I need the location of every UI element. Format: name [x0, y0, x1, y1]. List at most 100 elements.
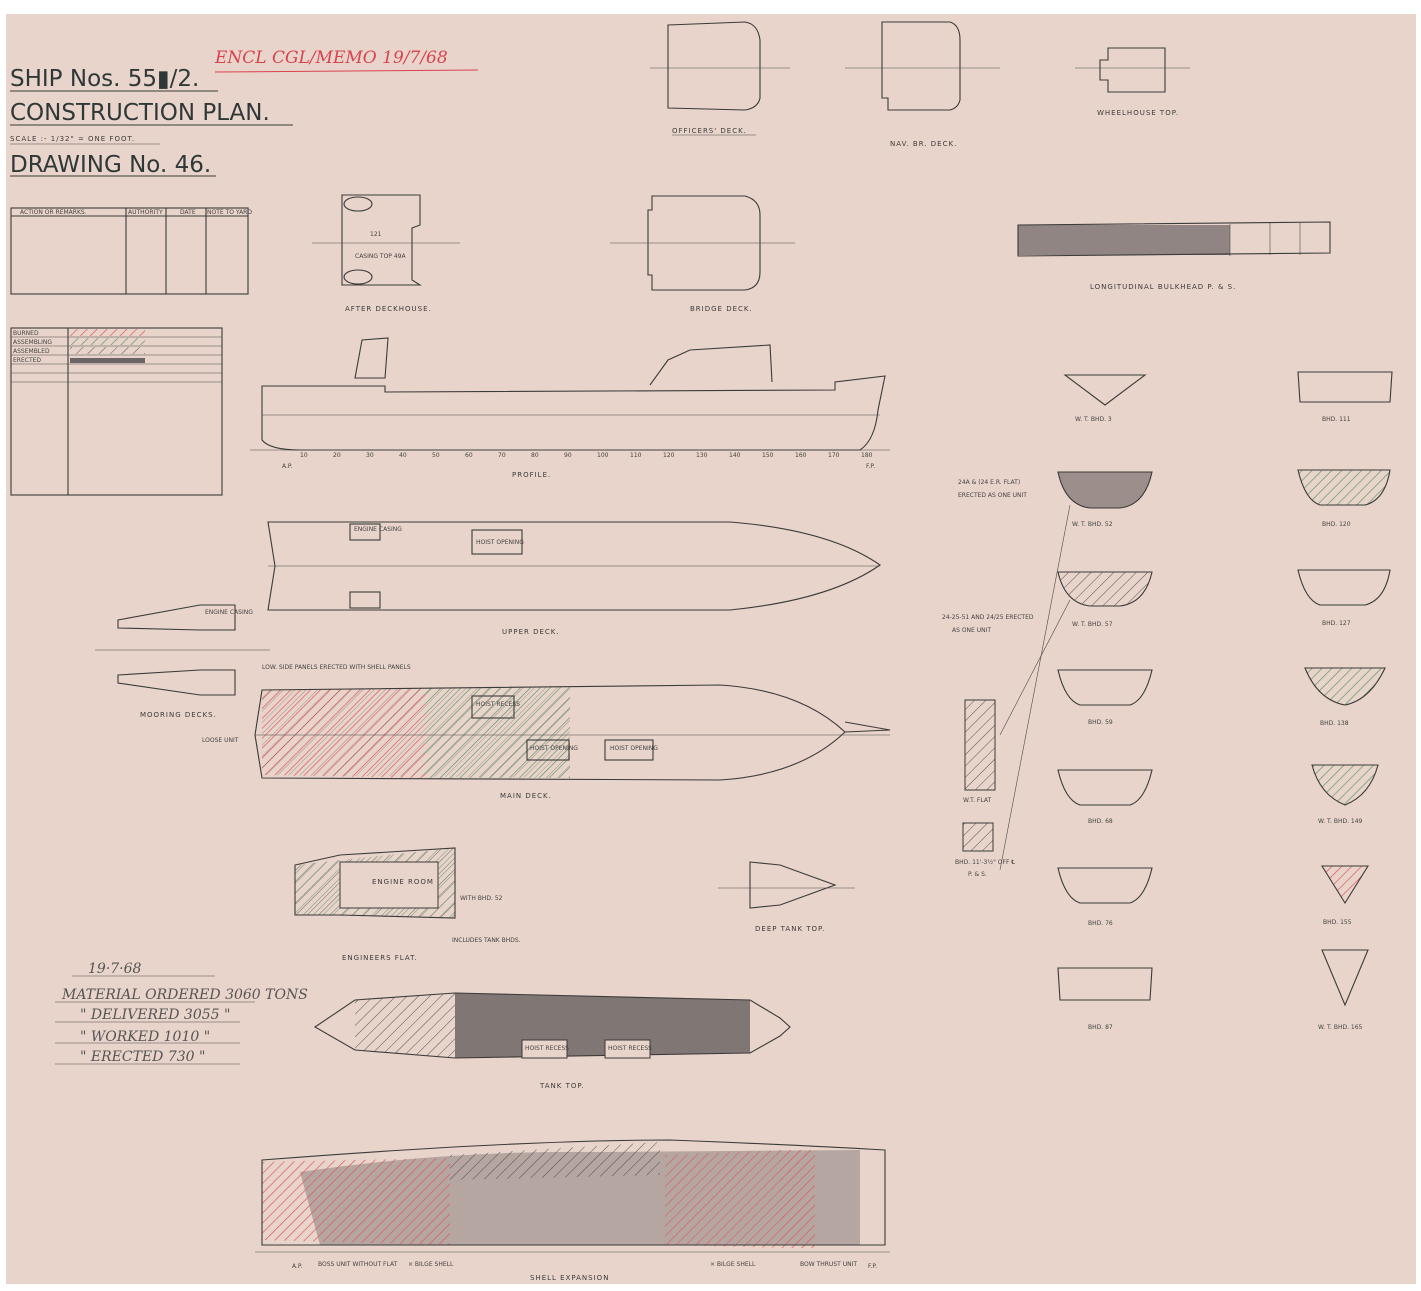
svg-text:BHD. 138: BHD. 138	[1320, 720, 1349, 727]
drawing-number: DRAWING No. 46.	[10, 152, 211, 178]
svg-text:AFTER DECKHOUSE.: AFTER DECKHOUSE.	[345, 305, 432, 313]
frame-tick-label: 10	[300, 452, 308, 459]
svg-text:BHD. 59: BHD. 59	[1088, 719, 1113, 726]
frame-tick-label: 90	[564, 452, 572, 459]
svg-text:CASING TOP 49A: CASING TOP 49A	[355, 253, 406, 260]
header-note: NOTE TO YARD	[207, 209, 252, 216]
svg-text:BOSS UNIT WITHOUT FLAT: BOSS UNIT WITHOUT FLAT	[318, 1261, 398, 1268]
svg-text:BHD. 155: BHD. 155	[1323, 919, 1352, 926]
svg-text:× BILGE SHELL: × BILGE SHELL	[408, 1261, 454, 1268]
svg-text:HOIST OPENING: HOIST OPENING	[530, 745, 578, 752]
handwritten-tonnage-notes: 19·7·68 MATERIAL ORDERED 3060 TONS " DEL…	[55, 961, 308, 1065]
note-ordered: MATERIAL ORDERED 3060 TONS	[61, 987, 308, 1003]
title-block: SHIP Nos. 55▮/2. CONSTRUCTION PLAN. SCAL…	[10, 48, 479, 178]
mooring-decks-view: ENGINE CASING MOORING DECKS.	[95, 604, 270, 719]
svg-text:SHELL EXPANSION: SHELL EXPANSION	[530, 1274, 609, 1282]
svg-text:W. T. BHD. 149: W. T. BHD. 149	[1318, 818, 1363, 825]
svg-text:HOIST RECESS: HOIST RECESS	[525, 1045, 569, 1052]
svg-text:ENGINE CASING: ENGINE CASING	[354, 526, 402, 533]
svg-text:BRIDGE DECK.: BRIDGE DECK.	[690, 305, 753, 313]
svg-text:A.P.: A.P.	[282, 463, 293, 470]
red-memo-annotation: ENCL CGL/MEMO 19/7/68	[214, 48, 448, 68]
svg-text:LOOSE UNIT: LOOSE UNIT	[202, 737, 239, 744]
main-deck-view: HOIST RECESS HOIST OPENING HOIST OPENING…	[202, 664, 891, 800]
frame-tick-label: 60	[465, 452, 473, 459]
svg-text:ENGINE CASING: ENGINE CASING	[205, 609, 253, 616]
paper-sheet	[6, 14, 1416, 1284]
svg-text:BHD. 68: BHD. 68	[1088, 818, 1113, 825]
longitudinal-bulkhead-view: LONGITUDINAL BULKHEAD P. & S.	[1017, 221, 1331, 291]
deep-tank-top-view: DEEP TANK TOP.	[718, 861, 855, 933]
header-authority: AUTHORITY	[128, 209, 163, 216]
svg-text:W. T. BHD. 52: W. T. BHD. 52	[1072, 521, 1113, 528]
bulkheads-left: W. T. BHD. 3 W. T. BHD. 52 W. T. BHD. 57…	[1057, 374, 1153, 1031]
legend-erected: ERECTED	[13, 357, 41, 364]
svg-text:MOORING DECKS.: MOORING DECKS.	[140, 711, 217, 719]
svg-text:BHD. 76: BHD. 76	[1088, 920, 1113, 927]
header-action: ACTION OR REMARKS.	[20, 209, 87, 216]
svg-text:24-25-51 AND 24/25 ERECTED: 24-25-51 AND 24/25 ERECTED	[942, 614, 1034, 621]
frame-tick-label: 150	[762, 452, 774, 459]
progress-legend: BURNED ASSEMBLING ASSEMBLED ERECTED	[10, 327, 223, 496]
svg-text:F.P.: F.P.	[866, 463, 875, 470]
svg-text:BHD. 127: BHD. 127	[1322, 620, 1351, 627]
after-deckhouse-view: 121 CASING TOP 49A AFTER DECKHOUSE.	[312, 194, 460, 313]
shell-expansion-view: A.P. BOSS UNIT WITHOUT FLAT × BILGE SHEL…	[255, 1139, 890, 1282]
note-erected: " ERECTED 730 "	[80, 1049, 205, 1065]
frame-tick-label: 40	[399, 452, 407, 459]
frame-tick-label: 140	[729, 452, 741, 459]
swatch-assembling	[70, 338, 145, 345]
svg-text:W. T. BHD. 165: W. T. BHD. 165	[1318, 1024, 1363, 1031]
svg-text:LONGITUDINAL BULKHEAD P. & S.: LONGITUDINAL BULKHEAD P. & S.	[1090, 283, 1236, 291]
tank-top-view: HOIST RECESS HOIST RECESS TANK TOP.	[313, 992, 791, 1090]
swatch-assembled	[70, 347, 145, 354]
frame-tick-label: 110	[630, 452, 642, 459]
swatch-erected	[70, 358, 145, 363]
upper-deck-view: ENGINE CASING HOIST OPENING UPPER DECK.	[267, 521, 881, 636]
frame-tick-label: 180	[861, 452, 873, 459]
svg-text:PROFILE.: PROFILE.	[512, 471, 551, 479]
frame-tick-label: 80	[531, 452, 539, 459]
svg-text:A.P.: A.P.	[292, 1263, 303, 1270]
drawing-title: CONSTRUCTION PLAN.	[10, 100, 270, 126]
svg-text:LOW. SIDE PANELS ERECTED WITH: LOW. SIDE PANELS ERECTED WITH SHELL PANE…	[262, 664, 411, 671]
svg-text:BHD. 120: BHD. 120	[1322, 521, 1351, 528]
svg-text:ENGINEERS FLAT.: ENGINEERS FLAT.	[342, 954, 418, 962]
frame-tick-label: 120	[663, 452, 675, 459]
remarks-table: ACTION OR REMARKS. AUTHORITY DATE NOTE T…	[10, 207, 252, 295]
scale-note: SCALE :- 1/32" = ONE FOOT.	[10, 135, 135, 143]
legend-assembled: ASSEMBLED	[13, 348, 50, 355]
svg-text:OFFICERS' DECK.: OFFICERS' DECK.	[672, 127, 747, 135]
profile-view: PROFILE. A.P. F.P.	[250, 337, 890, 479]
svg-text:AS ONE UNIT: AS ONE UNIT	[952, 627, 991, 634]
swatch-burned	[70, 329, 145, 336]
svg-text:MAIN DECK.: MAIN DECK.	[500, 792, 552, 800]
wheelhouse-top-view: WHEELHOUSE TOP.	[1075, 47, 1190, 117]
svg-text:F.P.: F.P.	[868, 1263, 877, 1270]
svg-text:P. & S.: P. & S.	[968, 871, 987, 878]
bridge-deck-view: BRIDGE DECK.	[610, 195, 795, 313]
svg-text:BHD. 87: BHD. 87	[1088, 1024, 1113, 1031]
frame-tick-label: 50	[432, 452, 440, 459]
engine-room-label: ENGINE ROOM	[372, 878, 434, 886]
svg-text:HOIST RECESS: HOIST RECESS	[476, 701, 520, 708]
svg-text:BHD. 111: BHD. 111	[1322, 416, 1351, 423]
svg-text:BHD. 11'-3½" OFF ℄: BHD. 11'-3½" OFF ℄	[955, 859, 1015, 866]
svg-text:W. T. BHD. 57: W. T. BHD. 57	[1072, 621, 1113, 628]
bulkheads-right: BHD. 111 BHD. 120 BHD. 127 BHD. 138 W. T…	[1297, 371, 1393, 1031]
svg-text:ERECTED AS ONE UNIT: ERECTED AS ONE UNIT	[958, 492, 1027, 499]
svg-text:HOIST RECESS: HOIST RECESS	[608, 1045, 652, 1052]
nav-bridge-deck-view: NAV. BR. DECK.	[845, 21, 1000, 148]
svg-text:BOW THRUST UNIT: BOW THRUST UNIT	[800, 1261, 857, 1268]
svg-text:24A & (24 E.R. FLAT): 24A & (24 E.R. FLAT)	[958, 479, 1020, 486]
ship-numbers: SHIP Nos. 55▮/2.	[10, 66, 199, 92]
svg-text:× BILGE SHELL: × BILGE SHELL	[710, 1261, 756, 1268]
frame-tick-label: 170	[828, 452, 840, 459]
svg-text:HOIST OPENING: HOIST OPENING	[476, 539, 524, 546]
svg-text:HOIST OPENING: HOIST OPENING	[610, 745, 658, 752]
frame-tick-label: 20	[333, 452, 341, 459]
frame-tick-label: 130	[696, 452, 708, 459]
svg-text:INCLUDES TANK BHDS.: INCLUDES TANK BHDS.	[452, 937, 521, 944]
